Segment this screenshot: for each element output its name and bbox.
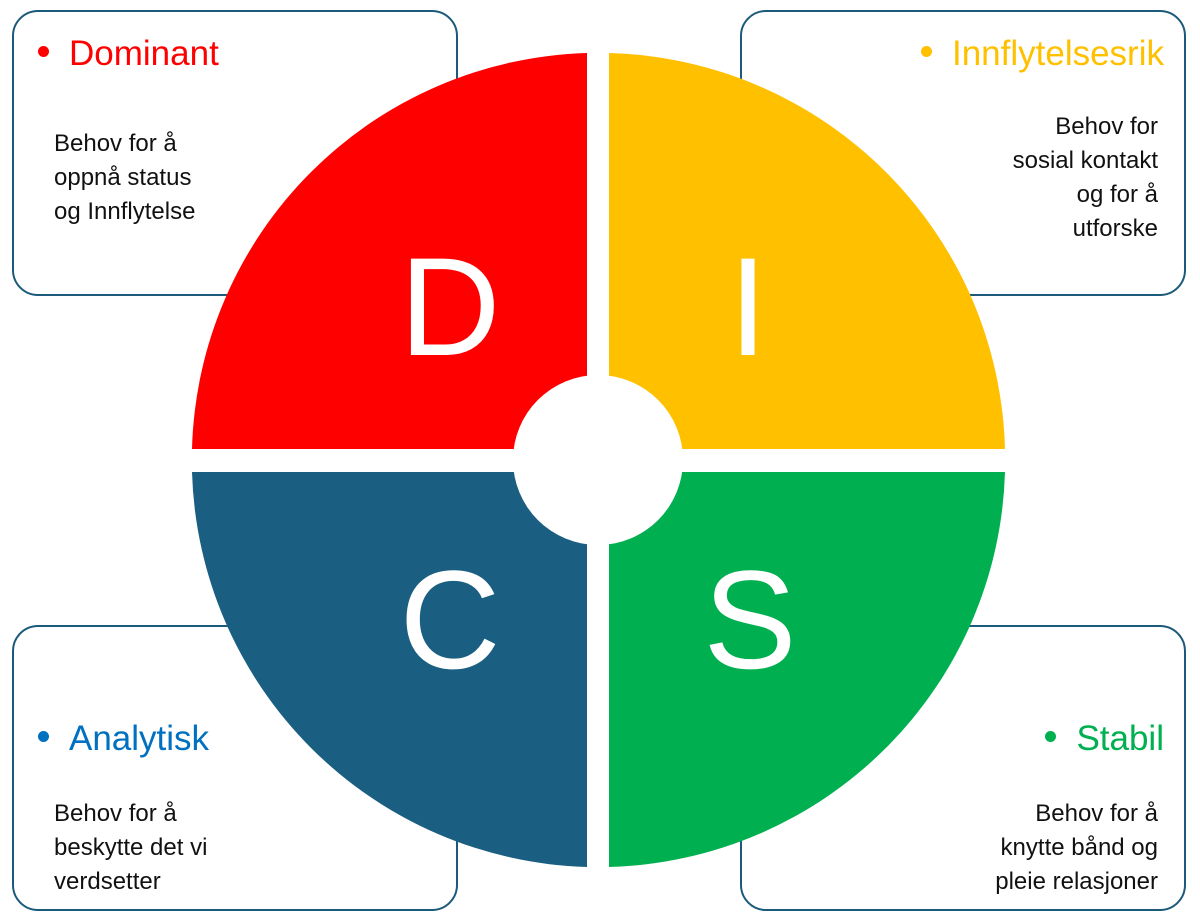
letter-c: C (399, 541, 500, 698)
bullet-icon (38, 731, 49, 743)
title-analytisk: Analytisk (38, 719, 209, 759)
title-innflytelsesrik: Innflytelsesrik (920, 34, 1164, 74)
desc-dominant: Behov for å oppnå status og Innflytelse (54, 130, 196, 225)
bullet-icon (1045, 731, 1057, 743)
bullet-icon (38, 46, 49, 58)
letter-i: I (729, 228, 768, 385)
desc-stabil: Behov for å knytte bånd og pleie relasjo… (995, 800, 1158, 895)
quadrant-c (192, 472, 587, 867)
desc-analytisk: Behov for å beskytte det vi verdsetter (54, 800, 208, 895)
center-circle (513, 375, 683, 545)
title-stabil: Stabil (1045, 719, 1164, 759)
letter-d: D (399, 228, 500, 385)
title-dominant: Dominant (38, 34, 219, 74)
quadrant-s (609, 472, 1005, 867)
letter-s: S (703, 541, 796, 698)
quadrant-d (192, 53, 587, 449)
bullet-icon (920, 46, 932, 58)
quadrant-i (609, 53, 1005, 449)
desc-innflytelsesrik: Behov for sosial kontakt og for å utfors… (1012, 113, 1158, 242)
